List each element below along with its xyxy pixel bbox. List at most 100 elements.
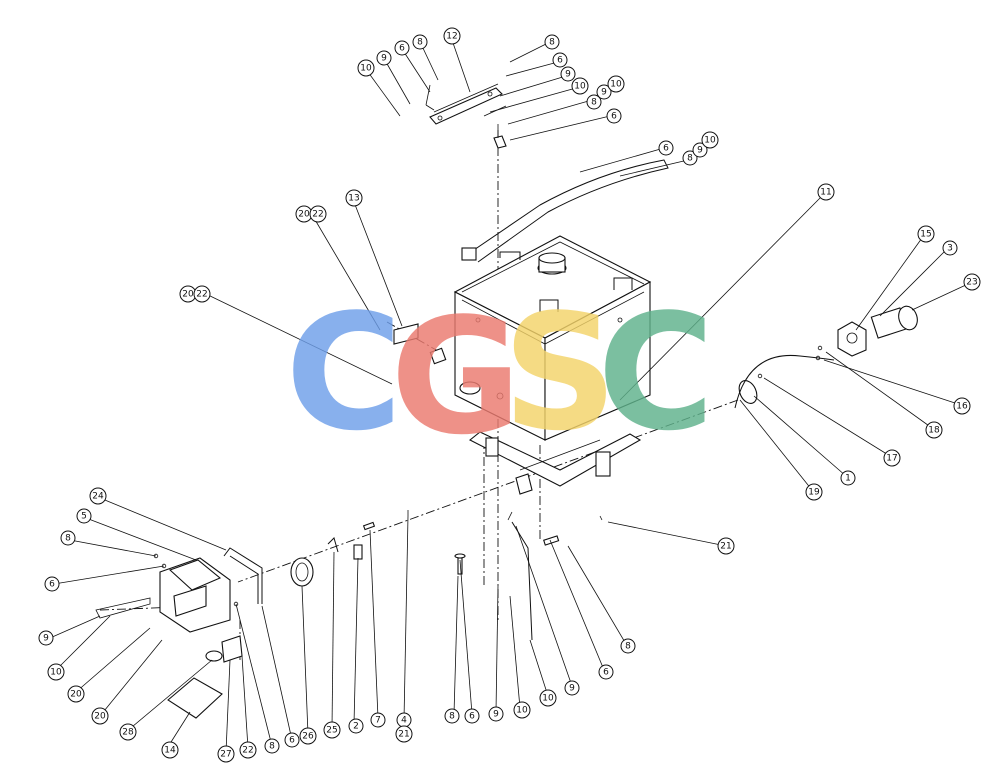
callout-circle	[89, 487, 107, 505]
latch-bracket	[493, 124, 507, 149]
callout-number: 19	[808, 488, 820, 498]
callout-number: 17	[886, 454, 897, 464]
callout-bubble-8: 8	[586, 94, 602, 110]
callout-number: 16	[956, 402, 968, 412]
callout-number: 10	[360, 64, 372, 74]
callout-bubble-22: 22	[239, 741, 257, 759]
callout-bubble-8: 8	[544, 34, 560, 50]
callout-bubble-9: 9	[564, 680, 580, 696]
callout-circle	[264, 738, 280, 754]
callout-circle	[76, 508, 92, 524]
callout-number: 23	[966, 278, 977, 288]
callout-circle	[925, 421, 943, 439]
top-cover-plate	[425, 83, 507, 125]
callout-circle	[239, 741, 257, 759]
watermark-letter-c1: C	[285, 279, 402, 466]
callout-number: 28	[122, 728, 134, 738]
callout-bubble-26: 26	[299, 727, 317, 745]
callout-circle	[376, 50, 392, 66]
callout-bubble-23: 23	[963, 273, 981, 291]
callout-number: 8	[625, 642, 631, 652]
callout-number: 20	[182, 290, 194, 300]
callout-bubble-10: 10	[47, 663, 65, 681]
callout-bubble-11: 11	[817, 183, 835, 201]
callout-circle	[942, 240, 958, 256]
callout-circle	[394, 40, 410, 56]
callout-bubble-7: 7	[370, 712, 386, 728]
callout-bubble-8: 8	[682, 150, 698, 166]
callout-circle	[539, 689, 557, 707]
callout-number: 6	[469, 712, 475, 722]
callout-circle	[717, 537, 735, 555]
callout-bubble-17: 17	[883, 449, 901, 467]
callout-number: 5	[81, 512, 87, 522]
callout-bubble-20: 20	[295, 205, 313, 223]
callout-circle	[345, 189, 363, 207]
callout-circle	[571, 77, 589, 95]
callout-number: 6	[663, 144, 669, 154]
callout-bubble-10: 10	[539, 689, 557, 707]
callout-bubble-16: 16	[953, 397, 971, 415]
callout-circle	[193, 285, 211, 303]
callout-circle	[917, 225, 935, 243]
callout-bubble-9: 9	[488, 706, 504, 722]
callout-circle	[395, 725, 413, 743]
callout-bubble-20: 20	[67, 685, 85, 703]
callout-circle	[658, 140, 674, 156]
callout-circle	[488, 706, 504, 722]
callout-circle	[620, 638, 636, 654]
callout-number: 8	[449, 712, 455, 722]
callout-bubble-6: 6	[394, 40, 410, 56]
lid-arm	[461, 159, 669, 263]
callout-circle	[370, 712, 386, 728]
callout-circle	[299, 727, 317, 745]
callout-number: 20	[94, 712, 106, 722]
callout-circle	[598, 664, 614, 680]
callout-circle	[444, 708, 460, 724]
leader-lines	[49, 39, 969, 753]
callout-bubble-28: 28	[119, 723, 137, 741]
callout-number: 8	[591, 98, 597, 108]
callout-bubble-6: 6	[598, 664, 614, 680]
callout-number: 6	[289, 736, 295, 746]
callout-circle	[606, 108, 622, 124]
left-enclosure	[95, 547, 263, 719]
callout-bubble-18: 18	[925, 421, 943, 439]
callout-number: 10	[610, 80, 622, 90]
main-tank	[429, 235, 652, 495]
callout-number: 10	[574, 82, 586, 92]
callout-bubble-10: 10	[571, 77, 589, 95]
callout-number: 13	[348, 194, 359, 204]
callout-bubble-8: 8	[60, 530, 76, 546]
callout-circle	[91, 707, 109, 725]
callout-number: 6	[611, 112, 617, 122]
callout-number: 9	[381, 54, 387, 64]
callout-bubble-8: 8	[620, 638, 636, 654]
callout-bubble-22: 22	[193, 285, 211, 303]
callout-number: 1	[845, 474, 851, 484]
callout-bubble-13: 13	[345, 189, 363, 207]
callout-bubble-6: 6	[44, 576, 60, 592]
callout-bubble-10: 10	[607, 75, 625, 93]
callout-bubble-6: 6	[658, 140, 674, 156]
callout-number: 15	[920, 230, 931, 240]
callout-number: 27	[220, 750, 231, 760]
callout-number: 10	[50, 668, 62, 678]
callout-bubble-8: 8	[444, 708, 460, 724]
callout-bubble-21: 21	[395, 725, 413, 743]
callout-bubble-19: 19	[805, 483, 823, 501]
callout-number: 12	[446, 32, 457, 42]
callout-bubble-10: 10	[357, 59, 375, 77]
callout-bubble-3: 3	[942, 240, 958, 256]
callout-circle	[161, 741, 179, 759]
callout-bubble-5: 5	[76, 508, 92, 524]
callout-bubble-25: 25	[323, 721, 341, 739]
callout-circle	[840, 470, 856, 486]
callout-bubble-4: 4	[396, 712, 412, 728]
callout-number: 9	[493, 710, 499, 720]
callout-circle	[701, 131, 719, 149]
callout-circle	[953, 397, 971, 415]
